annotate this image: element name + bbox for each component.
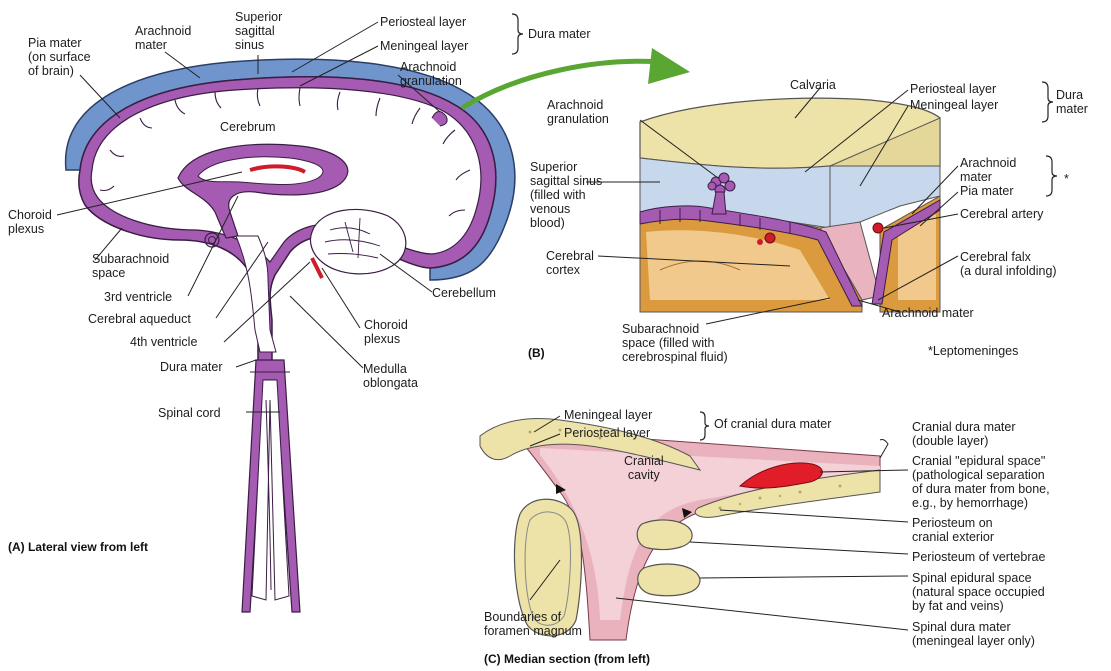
label-c-cranial-epidural-space: Cranial "epidural space" (pathological s…: [912, 454, 1050, 510]
label-b-arachnoid-mater-lower: Arachnoid mater: [882, 306, 974, 320]
label-superior-sagittal-sinus: Superior sagittal sinus: [235, 10, 282, 52]
label-arachnoid-granulation: Arachnoid granulation: [400, 60, 462, 88]
label-cerebrum: Cerebrum: [220, 120, 276, 134]
caption-panel-a: (A) Lateral view from left: [8, 540, 148, 554]
label-b-superior-sagittal-sinus: Superior sagittal sinus (filled with ven…: [530, 160, 602, 230]
label-b-arachnoid-granulation: Arachnoid granulation: [547, 98, 609, 126]
panel-c-drawing: [480, 412, 908, 640]
label-calvaria: Calvaria: [790, 78, 836, 92]
label-c-cranial-cavity: Cranial cavity: [624, 454, 664, 482]
label-c-cranial-dura-group: Of cranial dura mater: [714, 417, 831, 431]
label-periosteal-layer: Periosteal layer: [380, 15, 466, 29]
label-choroid-plexus-right: Choroid plexus: [364, 318, 408, 346]
label-c-periosteum-vertebrae: Periosteum of vertebrae: [912, 550, 1045, 564]
artery-dot-2: [873, 223, 883, 233]
panel-b-drawing: [586, 82, 1057, 324]
label-4th-ventricle: 4th ventricle: [130, 335, 197, 349]
label-b-cerebral-falx: Cerebral falx (a dural infolding): [960, 250, 1057, 278]
caption-panel-b: (B): [528, 346, 545, 360]
label-spinal-cord: Spinal cord: [158, 406, 221, 420]
label-b-subarachnoid-space: Subarachnoid space (filled with cerebros…: [622, 322, 728, 364]
label-c-cranial-dura-mater: Cranial dura mater (double layer): [912, 420, 1016, 448]
label-arachnoid-mater: Arachnoid mater: [135, 24, 191, 52]
label-choroid-plexus-left: Choroid plexus: [8, 208, 52, 236]
label-c-meningeal-layer: Meningeal layer: [564, 408, 652, 422]
label-b-cerebral-artery: Cerebral artery: [960, 207, 1043, 221]
label-c-foramen-boundaries: Boundaries of foramen magnum: [484, 610, 582, 638]
vertebra-right-2: [638, 564, 700, 596]
label-cerebellum: Cerebellum: [432, 286, 496, 300]
caption-panel-c: (C) Median section (from left): [484, 652, 650, 666]
label-b-arachnoid-mater: Arachnoid mater: [960, 156, 1016, 184]
label-c-spinal-epidural-space: Spinal epidural space (natural space occ…: [912, 571, 1045, 613]
label-b-meningeal-layer: Meningeal layer: [910, 98, 998, 112]
label-b-dura-mater-group: Dura mater: [1056, 88, 1088, 116]
vertebra-right-1: [637, 520, 692, 550]
label-cerebral-aqueduct: Cerebral aqueduct: [88, 312, 191, 326]
label-3rd-ventricle: 3rd ventricle: [104, 290, 172, 304]
label-b-pia-mater: Pia mater: [960, 184, 1014, 198]
label-dura-mater-group: Dura mater: [528, 27, 591, 41]
label-medulla-oblongata: Medulla oblongata: [363, 362, 418, 390]
label-c-spinal-dura-mater: Spinal dura mater (meningeal layer only): [912, 620, 1035, 648]
label-dura-mater-bottom: Dura mater: [160, 360, 223, 374]
label-pia-mater: Pia mater (on surface of brain): [28, 36, 91, 78]
label-c-periosteum-cranial: Periosteum on cranial exterior: [912, 516, 994, 544]
label-b-leptomeninges-asterisk: *: [1064, 172, 1069, 186]
artery-dot-1: [765, 233, 775, 243]
cerebellum-shape: [310, 209, 405, 273]
label-subarachnoid-space: Subarachnoid space: [92, 252, 169, 280]
label-b-cerebral-cortex: Cerebral cortex: [546, 249, 594, 277]
footnote-leptomeninges: *Leptomeninges: [928, 344, 1018, 358]
label-meningeal-layer: Meningeal layer: [380, 39, 468, 53]
label-c-periosteal-layer: Periosteal layer: [564, 426, 650, 440]
label-b-periosteal-layer: Periosteal layer: [910, 82, 996, 96]
